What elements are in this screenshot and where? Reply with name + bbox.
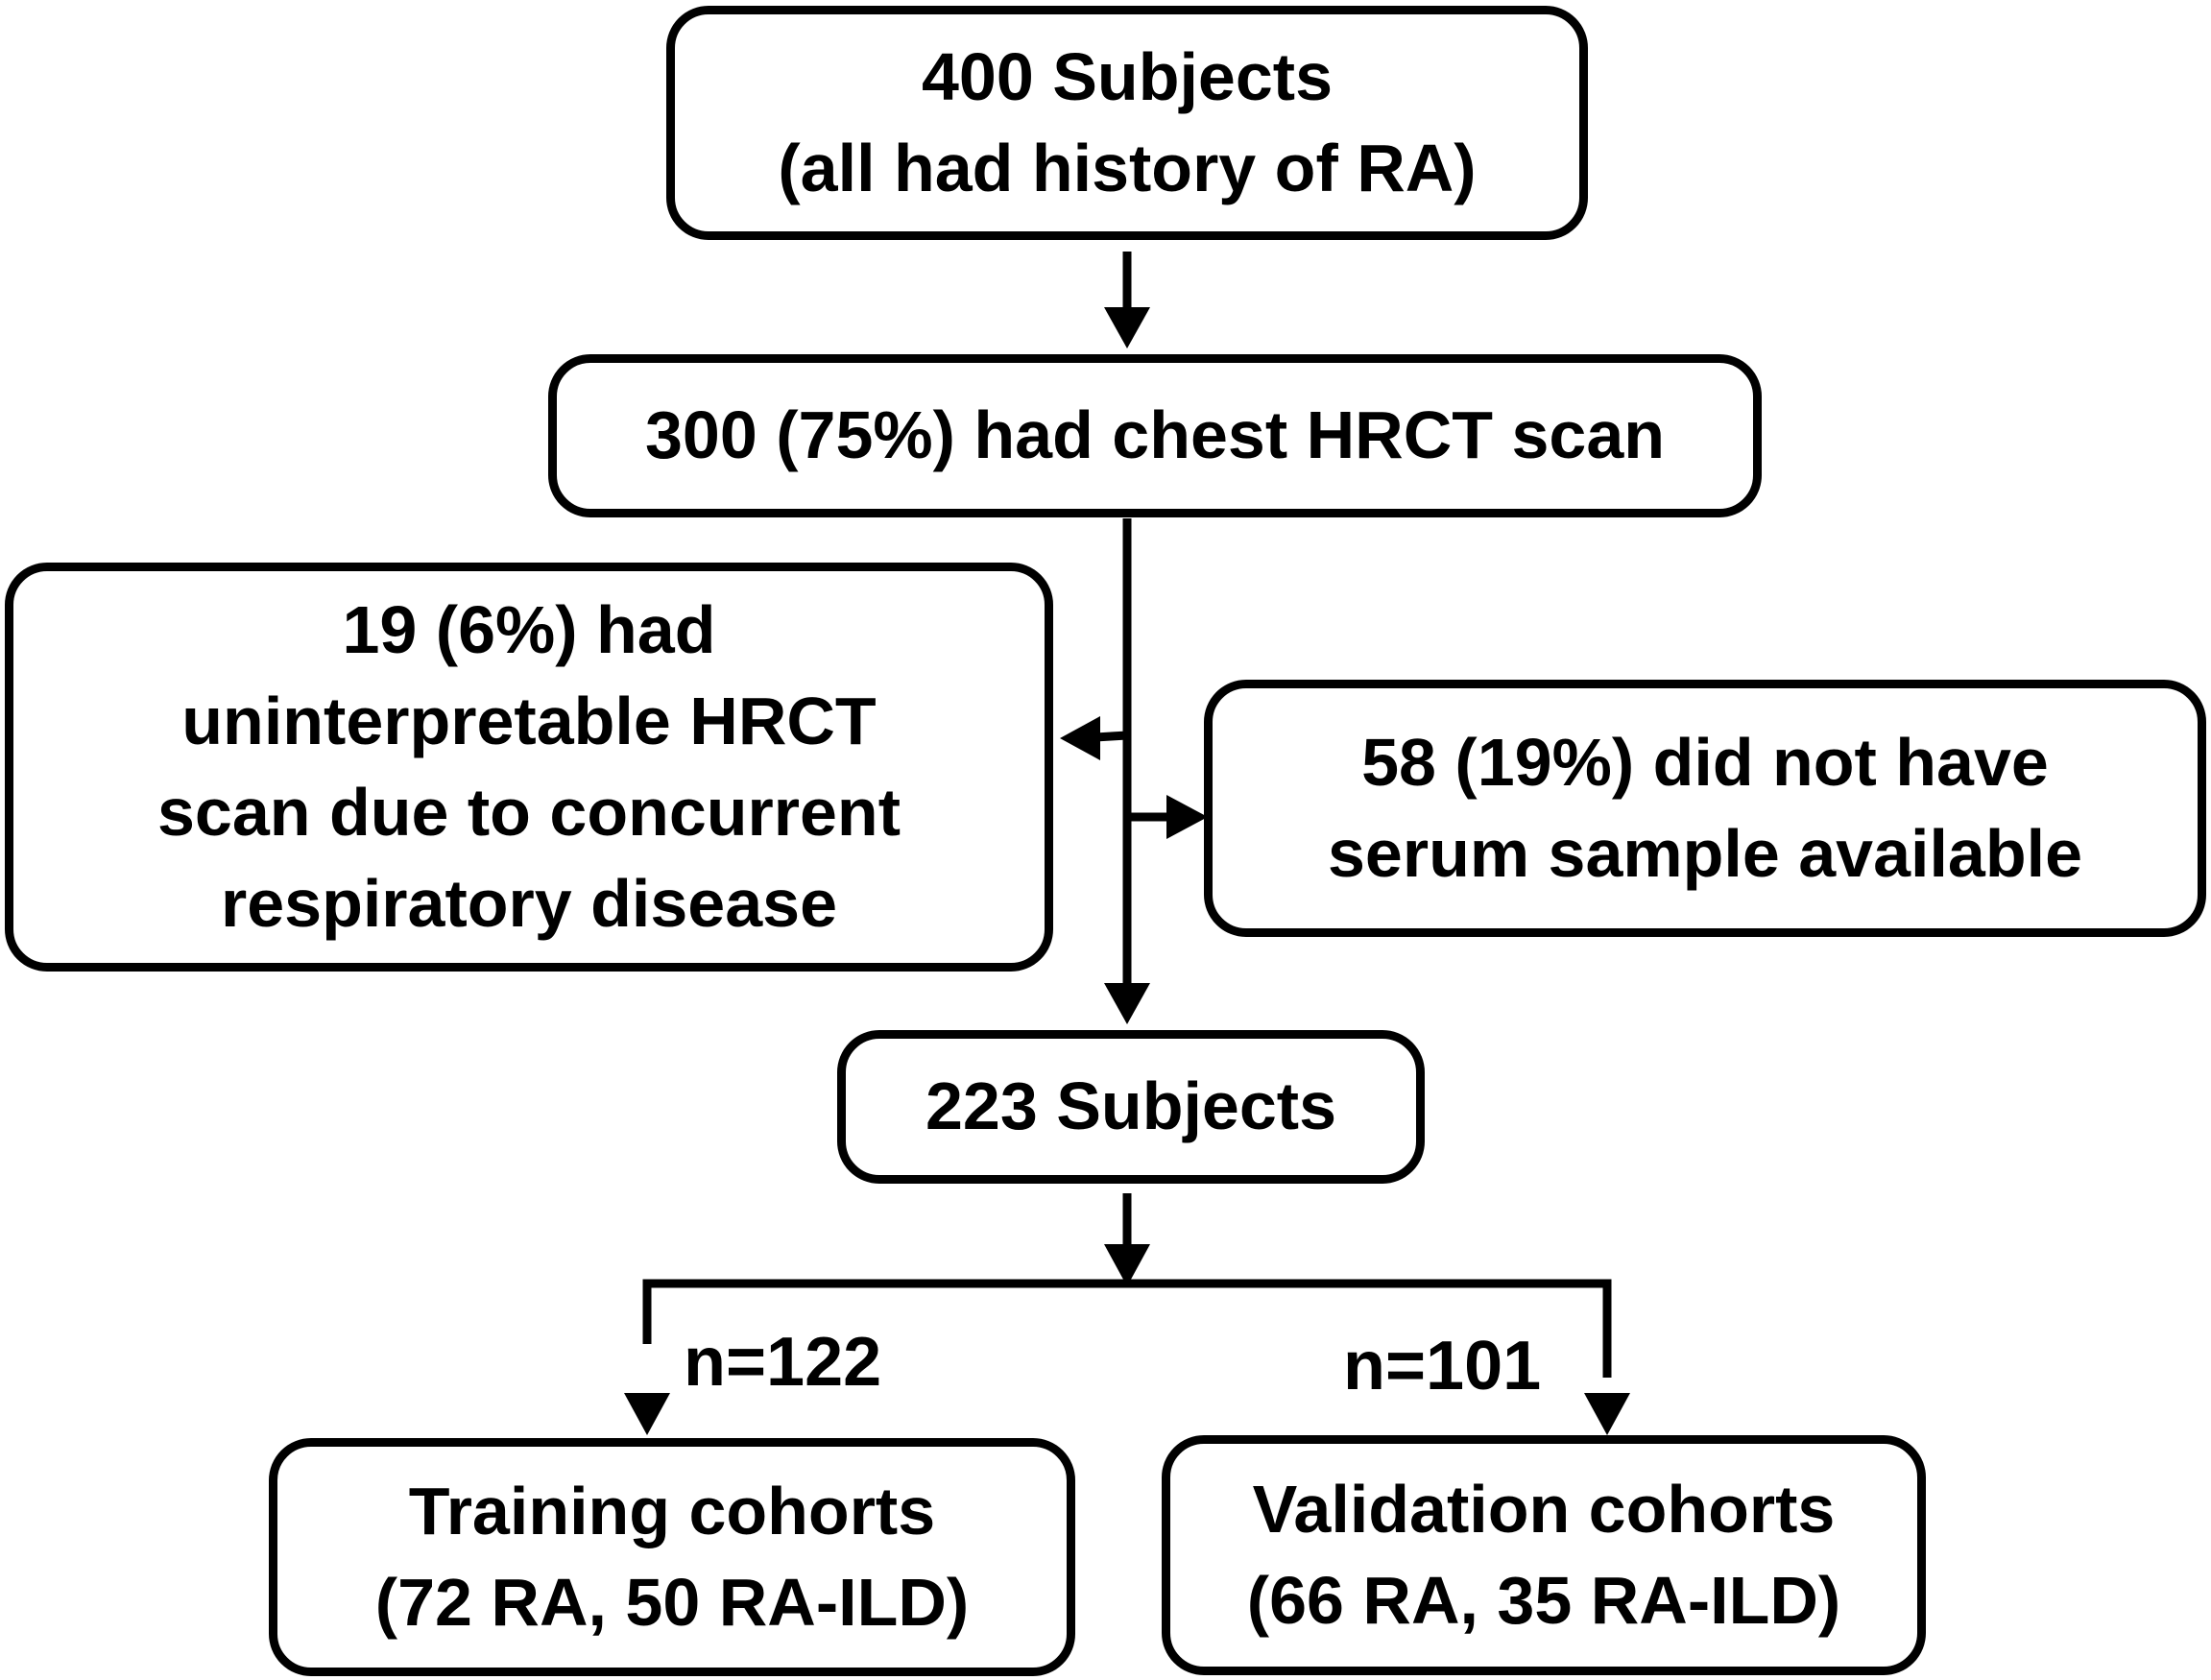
- box-all-subjects-line-2: (all had history of RA): [778, 131, 1477, 205]
- label-validation-n: n=101: [1343, 1328, 1542, 1404]
- box-all-subjects: 400 Subjects (all had history of RA): [666, 6, 1588, 240]
- box-uninterpretable-line-4: respiratory disease: [220, 866, 838, 942]
- box-no-serum-line-2: serum sample available: [1328, 816, 2082, 891]
- arrowhead-final: [1104, 983, 1150, 1024]
- box-final-subjects-line-1: 223 Subjects: [925, 1068, 1336, 1144]
- arrowhead-split: [1104, 1244, 1150, 1286]
- box-no-serum: 58 (19%) did not have serum sample avail…: [1204, 680, 2206, 937]
- box-final-subjects: 223 Subjects: [837, 1030, 1425, 1184]
- box-validation: Validation cohorts (66 RA, 35 RA-ILD): [1162, 1435, 1926, 1675]
- arrowhead-uninterpretable: [1060, 716, 1100, 760]
- box-training: Training cohorts (72 RA, 50 RA-ILD): [269, 1438, 1075, 1676]
- box-validation-line-2: (66 RA, 35 RA-ILD): [1246, 1563, 1841, 1638]
- box-uninterpretable: 19 (6%) had uninterpretable HRCT scan du…: [5, 563, 1053, 972]
- box-training-line-1: Training cohorts: [408, 1473, 936, 1548]
- label-training-n: n=122: [684, 1324, 882, 1401]
- box-uninterpretable-line-3: scan due to concurrent: [156, 775, 901, 850]
- box-uninterpretable-line-2: uninterpretable HRCT: [181, 683, 877, 758]
- arrowhead-hrct: [1104, 307, 1150, 348]
- arrowhead-validation: [1584, 1393, 1630, 1435]
- box-validation-line-1: Validation cohorts: [1252, 1471, 1836, 1547]
- box-hrct-scan: 300 (75%) had chest HRCT scan: [548, 354, 1762, 517]
- box-hrct-scan-line-1: 300 (75%) had chest HRCT scan: [644, 397, 1666, 473]
- box-no-serum-line-1: 58 (19%) did not have: [1361, 724, 2049, 800]
- box-uninterpretable-line-1: 19 (6%) had: [342, 591, 716, 667]
- box-all-subjects-line-1: 400 Subjects: [922, 38, 1333, 114]
- arrowhead-training: [624, 1393, 670, 1435]
- arrowhead-no-serum: [1166, 795, 1208, 839]
- box-training-line-2: (72 RA, 50 RA-ILD): [374, 1565, 970, 1640]
